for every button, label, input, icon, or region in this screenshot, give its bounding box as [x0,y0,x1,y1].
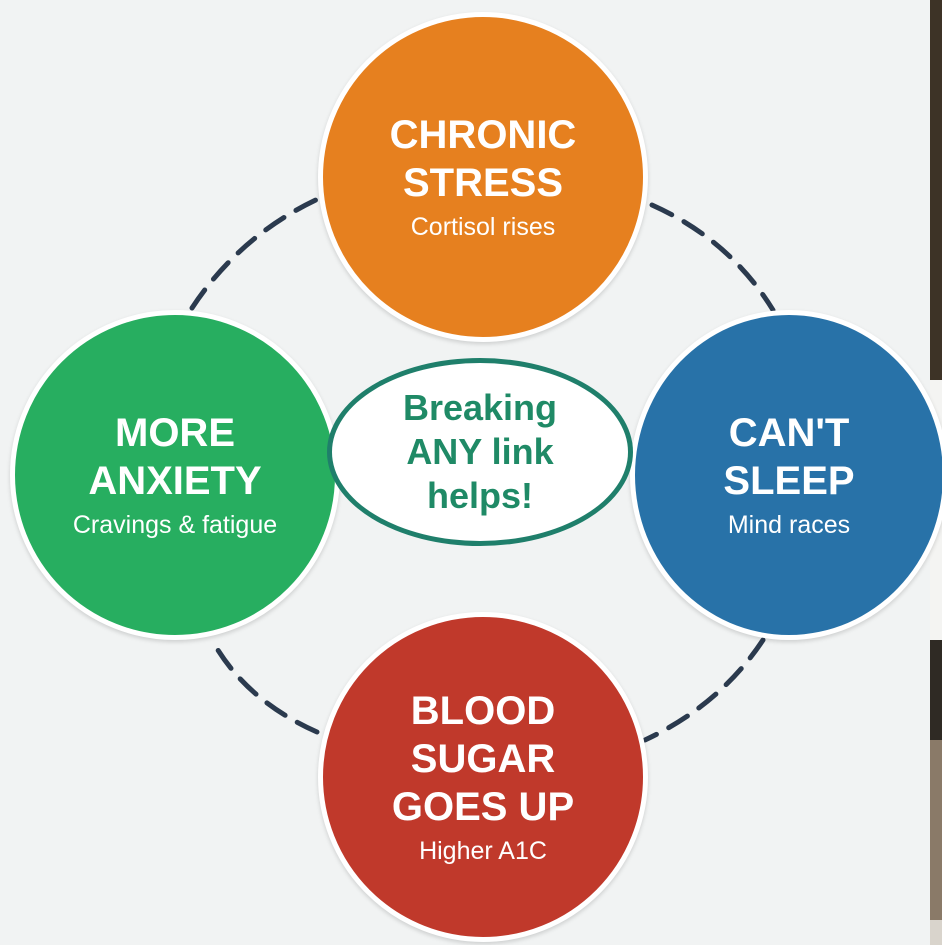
link-left-top [189,195,323,311]
node-blood-sugar: BLOOD SUGAR GOES UP Higher A1C [318,612,648,942]
node-more-anxiety-title-1: MORE [115,411,235,455]
center-message-line-1: Breaking [402,387,558,428]
node-blood-sugar-subtitle: Higher A1C [419,837,547,865]
link-top-right [649,202,776,313]
node-cant-sleep-title-2: SLEEP [723,459,855,503]
node-blood-sugar-title-3: GOES UP [391,785,575,829]
center-message: Breaking ANY link helps! [327,358,633,546]
node-blood-sugar-title-2: SUGAR [410,737,556,781]
node-more-anxiety-title-2: ANXIETY [88,459,262,503]
node-chronic-stress-title-2: STRESS [402,161,564,205]
node-chronic-stress-subtitle: Cortisol rises [410,213,556,241]
node-cant-sleep: CAN'T SLEEP Mind races [630,310,942,640]
node-more-anxiety: MORE ANXIETY Cravings & fatigue [10,310,340,640]
node-chronic-stress-title-1: CHRONIC [389,113,577,157]
node-more-anxiety-subtitle: Cravings & fatigue [72,511,278,539]
link-bottom-left [209,637,320,735]
center-message-line-3: helps! [426,475,533,516]
link-right-bottom [642,637,766,743]
node-cant-sleep-title-1: CAN'T [728,411,850,455]
node-cant-sleep-subtitle: Mind races [727,511,851,539]
node-blood-sugar-title-1: BLOOD [410,689,556,733]
center-message-line-2: ANY link [406,431,554,472]
node-chronic-stress: CHRONIC STRESS Cortisol rises [318,12,648,342]
